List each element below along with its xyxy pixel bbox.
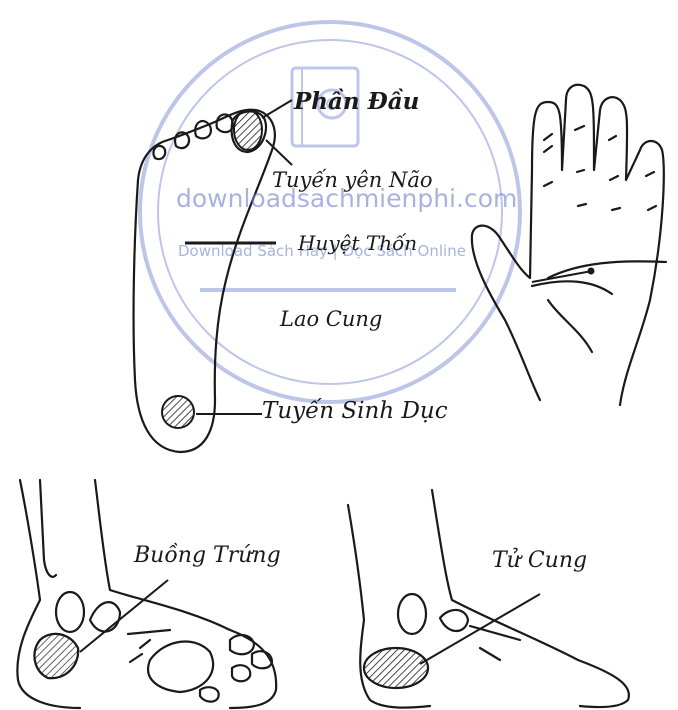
uterus-leader [420, 594, 540, 664]
label-tuyen-sinh-duc: Tuyến Sinh Dục [262, 400, 448, 423]
big-toe-head-zone [234, 110, 262, 150]
label-huyet-thon: Huyệt Thốn [298, 233, 417, 253]
ovary-zone [34, 634, 78, 678]
label-tu-cung: Tử Cung [492, 550, 587, 572]
uterus-zone [364, 648, 428, 688]
label-tuyen-yen-nao: Tuyến yên Não [272, 170, 433, 191]
heel-reproductive-zone [162, 396, 194, 428]
label-buong-trung: Buồng Trứng [134, 545, 281, 567]
label-phan-dau: Phần Đầu [294, 90, 419, 113]
label-lao-cung: Lao Cung [280, 309, 382, 330]
ovary-leader [80, 580, 168, 652]
